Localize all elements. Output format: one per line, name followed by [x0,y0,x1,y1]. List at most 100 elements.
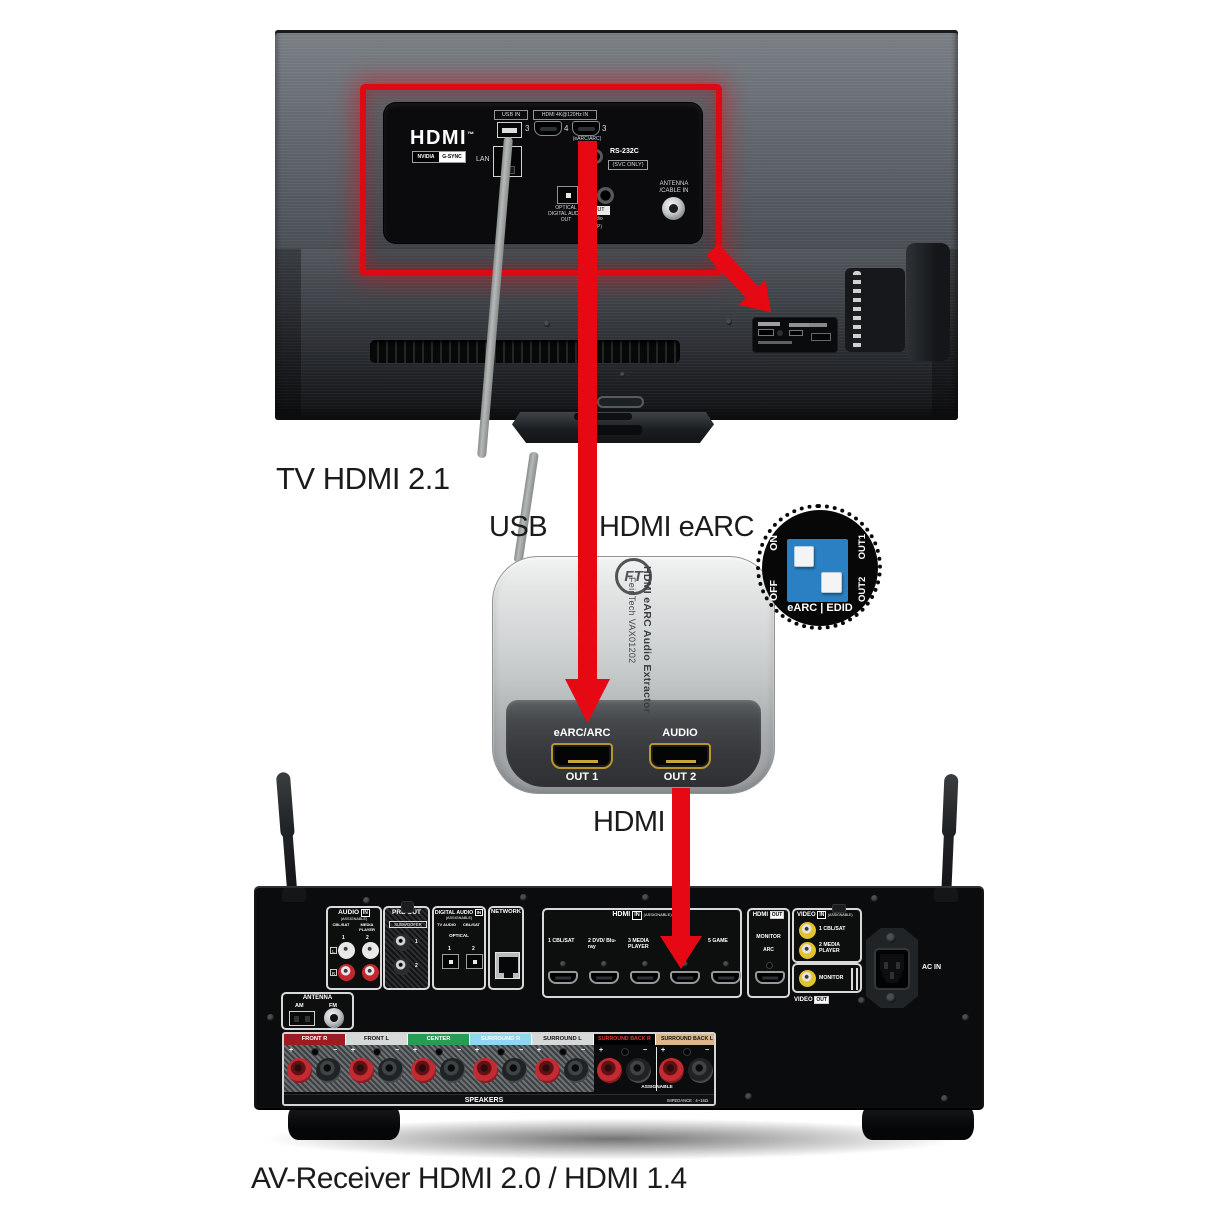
receiver-caption: AV-Receiver HDMI 2.0 / HDMI 1.4 [251,1162,687,1195]
mini-label-4 [758,341,792,344]
ethernet-slot [499,957,518,973]
hdmi-out-hole [766,962,773,969]
am-terminal [289,1011,315,1026]
receiver-screw-3 [642,894,649,901]
nvidia-label: NVIDIA [413,152,439,162]
hole-7 [683,1048,691,1056]
ac-screw-top [886,933,896,943]
headphone-jack [597,187,614,204]
tv-screw-3 [620,372,625,377]
hdmi-in-screw-4 [682,961,688,967]
hdmi-port-4-slot [540,127,557,131]
speaker-terminal-strip: FRONT R FRONT L CENTER SURROUND R SURROU… [282,1032,716,1106]
subwoofer-label: SUBWOOFER [389,921,427,928]
hdmi-tm: ™ [467,131,476,139]
post-surround-l-neg [564,1058,589,1083]
speakers-bottom-band [284,1094,714,1104]
back-divider [656,1047,657,1091]
hdmi-in-label: HDMI 4K@120Hz IN [533,110,597,120]
hdmi-in-screw-1 [560,961,566,967]
tv-vent-slot [370,340,680,363]
hdmi-in-screw-3 [642,961,648,967]
out1-type-label: eARC/ARC [553,727,611,739]
hdmi-input-3-label: 3 MEDIA PLAYER [628,938,649,950]
hdmi-in-screw-2 [601,961,607,967]
minus-3: − [457,1047,462,1054]
rca-subwoofer-1 [393,934,410,951]
digital-cblsat: CBL/SAT [462,922,481,928]
tv-screw-1 [544,321,550,327]
audio-in-left-chip: L [330,947,337,954]
earc-arc-note: (eARC/ARC) [572,136,602,142]
rca-media-right [362,964,379,981]
rca-cblsat-left [338,942,355,959]
hdmi-in-section: HDMI IN (ASSIGNABLE) 1 CBL/SAT 2 DVD/ Bl… [542,908,742,998]
assignable-label: ASSIGNABLE [641,1085,673,1090]
video-out-label: VIDEO OUT [794,996,829,1004]
monitor-label: MONITOR [756,934,781,940]
dip-switch-1 [794,546,814,567]
digital-audio-header: DIGITAL AUDIO IN [434,909,484,917]
speaker-label-front-l: FRONT L [346,1034,408,1045]
covered-text-2: P) [597,224,602,230]
network-section: NETWORK [488,906,524,990]
optical-port-2 [466,954,483,969]
minus-5: − [581,1047,586,1054]
hdmi-in-chip: IN [632,911,642,920]
minus-7: − [705,1047,710,1054]
subwoofer-num1: 1 [415,939,418,945]
monitor-deco-line-1 [851,968,853,990]
optical-port [557,186,578,204]
wifi-antenna-right [941,773,959,901]
speaker-label-surround-r: SURROUND R [470,1034,532,1045]
post-front-r-pos [287,1058,312,1083]
antenna-section: ANTENNA AM FM 75Ω [281,992,354,1031]
wifi-antenna-left [275,771,298,903]
arrow-hdmi-out-shaft [672,788,690,938]
hdmi-in-port-1 [548,971,578,984]
usb-port-tongue [502,128,517,133]
optical-2-dot [473,960,477,964]
speakers-footer: SPEAKERS [464,1097,504,1104]
mini-label-3 [809,323,827,327]
video-monitor-section: MONITOR [792,963,862,993]
hdmi-port-4 [534,121,562,136]
pre-out-section: PRE OUT SUBWOOFER 1 2 [383,901,430,990]
hdmi-out1-port [551,743,613,769]
optical-port-dot [566,193,571,198]
network-header: NETWORK [491,909,521,915]
antenna-header: ANTENNA [302,995,333,1001]
ac-screw-bottom [886,993,896,1003]
tv-cable-channel [853,271,861,349]
digital-tv-audio: TV AUDIO [437,922,456,928]
highlight-rectangle [360,84,722,276]
hdmi-logo: HDMI™ [410,127,476,149]
hole-4 [497,1048,505,1056]
rca-video-monitor [799,970,816,987]
gsync-label: G-SYNC [439,152,465,162]
covered-text-1: dio [596,216,603,222]
tv-stand-slot-a [574,413,632,420]
audio-in-section: AUDIO IN (ASSIGNABLE) CBL/SAT MEDIA PLAY… [326,906,382,990]
audio-in-num2: 2 [366,935,369,941]
antenna-right-top-segment [941,773,959,839]
coax-center [669,204,678,213]
video-in-1-label: 1 CBL/SAT [819,926,846,932]
video-out-screw [858,997,865,1004]
tv-lower-band [275,248,958,416]
subwoofer-num2: 2 [415,963,418,969]
hdmi-in-port-2 [589,971,619,984]
post-surround-l-pos [535,1058,560,1083]
out2-name-label: OUT 2 [663,771,697,783]
speaker-label-surround-l: SURROUND L [532,1034,594,1045]
usb-caption: USB [489,511,548,543]
monitor-deco-line-2 [856,968,858,990]
dip-off: OFF [768,580,780,601]
fm-label: FM [329,1003,337,1009]
rca-media-left [362,942,379,959]
hdmi-input-5-label: 5 GAME [708,938,728,944]
optical-out-label: OPTICAL DIGITAL AUDIO OUT [548,205,584,223]
digital-audio-assignable: (ASSIGNABLE) [445,916,473,921]
